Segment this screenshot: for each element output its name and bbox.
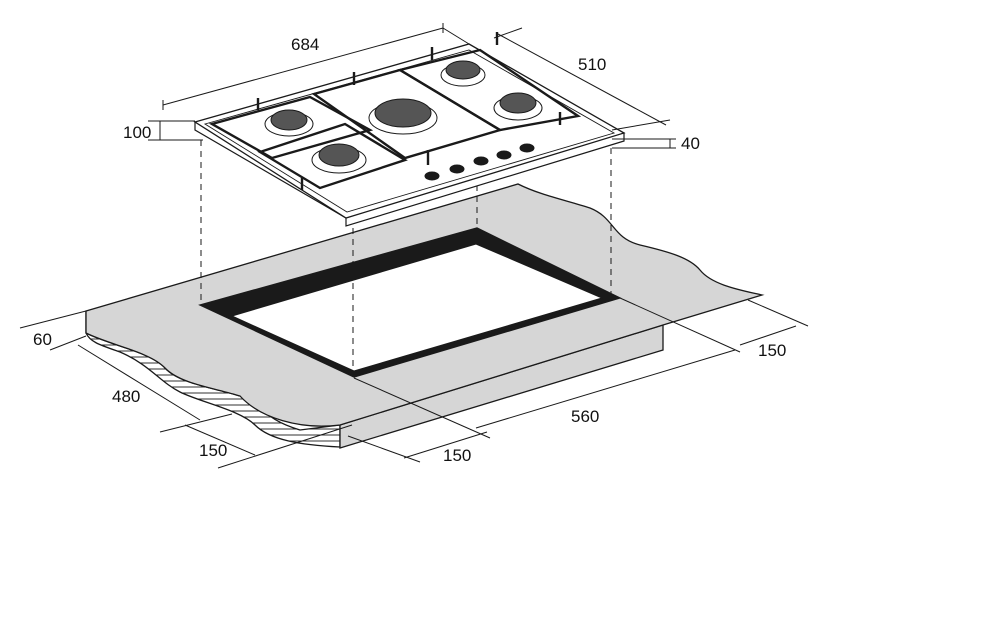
- dim-hob-depth: 510: [578, 55, 606, 74]
- dim-margin-left: 150: [199, 441, 227, 460]
- dim-hob-width: 684: [291, 35, 319, 54]
- cutout-opening: [230, 243, 604, 372]
- burner-center-large: [368, 98, 438, 135]
- pan-supports: [208, 32, 582, 190]
- dimension-lines: [19, 23, 809, 469]
- burner-front-left: [311, 143, 367, 174]
- dim-hob-top-thickness: 40: [681, 134, 700, 153]
- projection-lines: [200, 140, 612, 376]
- dim-margin-front: 150: [443, 446, 471, 465]
- burner-rear-right: [440, 60, 486, 87]
- dimension-labels: 684 510 100 40 60 480 560 150 150 150: [33, 35, 786, 465]
- dim-counter-thickness: 60: [33, 330, 52, 349]
- dim-cutout-depth: 480: [112, 387, 140, 406]
- control-knobs: [424, 143, 535, 181]
- dim-margin-right: 150: [758, 341, 786, 360]
- burner-front-right: [493, 92, 543, 121]
- gas-hob: [193, 32, 626, 227]
- burner-rear-left: [264, 109, 314, 137]
- countertop: [85, 183, 765, 449]
- dim-cutout-width: 560: [571, 407, 599, 426]
- dim-hob-height: 100: [123, 123, 151, 142]
